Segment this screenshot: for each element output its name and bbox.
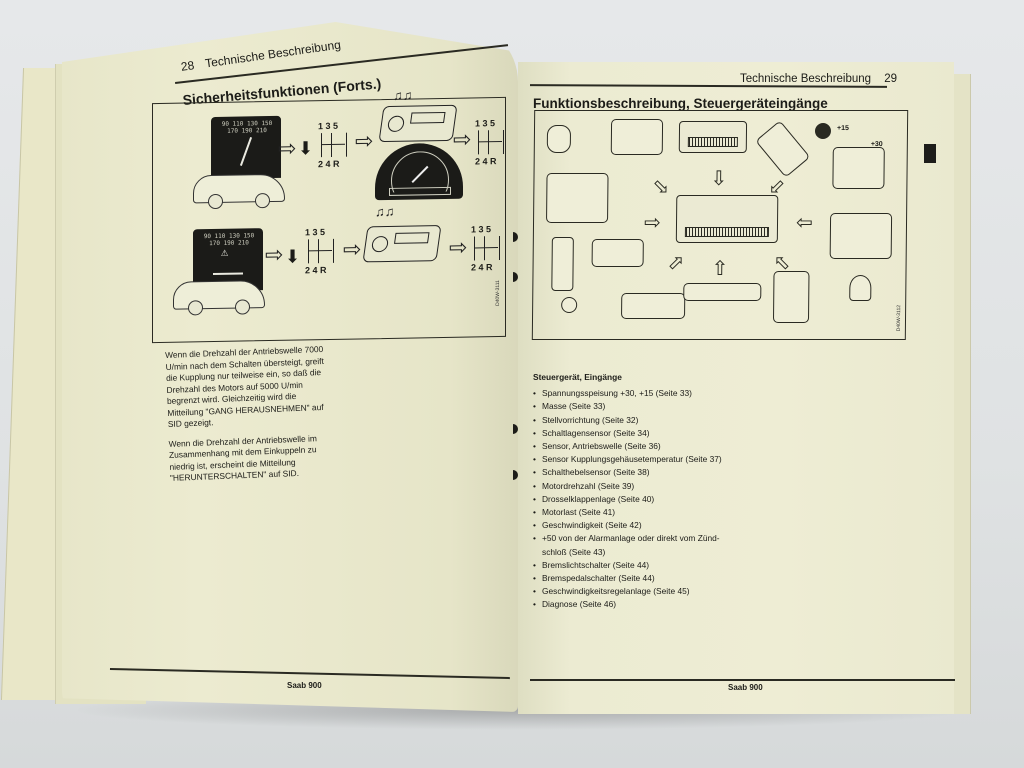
- page-footer: Saab 900: [287, 681, 322, 690]
- arrow-inward-icon: ⬁: [773, 252, 791, 274]
- arrow-right-icon: ⇨: [453, 126, 472, 152]
- control-unit-inputs-list: Steuergerät, Eingänge Spannungsspeisung …: [533, 371, 722, 612]
- figure-code: D40W-3111: [495, 280, 501, 307]
- thumb-index-tab: [924, 144, 936, 163]
- gear-shift-pattern-icon: 1 3 5 2 4 R: [471, 224, 501, 273]
- section-label: Technische Beschreibung: [740, 73, 872, 85]
- arrow-up-icon: ⇧: [711, 258, 729, 280]
- arrow-down-solid-icon: ⬇: [298, 138, 314, 159]
- list-item: Bremslichtschalter (Seite 44): [533, 559, 722, 572]
- music-notes-icon: ♫♫: [393, 87, 413, 103]
- control-module-icon: [591, 239, 644, 267]
- list-item: Geschwindigkeit (Seite 42): [533, 519, 722, 532]
- arrow-down-icon: ⇩: [710, 168, 728, 190]
- gear-lever-icon: [849, 275, 872, 301]
- arrow-inward-icon: ⬀: [667, 252, 685, 274]
- arrow-left-icon: ⇦: [795, 212, 813, 234]
- right-page-header: Technische Beschreibung 29: [740, 73, 897, 85]
- music-notes-icon: ♫♫: [375, 203, 395, 220]
- binding-hole: [513, 232, 518, 242]
- arrow-down-solid-icon: ⬇: [285, 246, 301, 267]
- arrow-inward-icon: ⬃: [768, 176, 786, 198]
- diagram-row-downshift: 90 110 130 150 170 190 210 ⚠ ⇨ ⬇ 1 3 5 2…: [153, 204, 505, 334]
- gear-shift-pattern-icon: 1 3 5 2 4 R: [305, 227, 335, 275]
- brake-switch-icon: [755, 120, 811, 178]
- clutch-actuator-icon: [829, 213, 893, 259]
- actuator-icon: [610, 119, 664, 155]
- list-item: Sensor Kupplungsgehäusetemperatur (Seite…: [533, 453, 722, 466]
- terminal-15-label: +15: [836, 125, 849, 132]
- ground-terminal-icon: [561, 297, 578, 313]
- list-item: Motorlast (Seite 41): [533, 506, 722, 519]
- arrow-right-icon: ⇨: [278, 135, 297, 161]
- sensor-icon: [546, 125, 572, 153]
- binding-hole: [513, 272, 518, 282]
- list-item: Bremspedalschalter (Seite 44): [533, 572, 722, 585]
- list-item: Geschwindigkeitsregelanlage (Seite 45): [533, 585, 722, 598]
- right-page-edge: [954, 74, 971, 714]
- list-item: Spannungsspeisung +30, +15 (Seite 33): [533, 387, 722, 400]
- battery-icon: [832, 147, 885, 189]
- list-item: Drosselklappenlage (Seite 40): [533, 493, 722, 506]
- paragraph: Wenn die Drehzahl der Antriebswelle 7000…: [165, 343, 324, 429]
- arrow-right-icon: ⇨: [643, 212, 661, 234]
- ignition-key-icon: [814, 123, 832, 139]
- central-control-unit-icon: [675, 195, 779, 243]
- arrow-right-icon: ⇨: [449, 234, 468, 260]
- gear-shift-pattern-icon: 1 3 5 2 4 R: [475, 118, 505, 166]
- left-page-body: Wenn die Drehzahl der Antriebswelle 7000…: [165, 344, 330, 493]
- paragraph: Wenn die Drehzahl der Antriebswelle im Z…: [168, 432, 318, 483]
- list-item: Diagnose (Seite 46): [533, 598, 722, 611]
- list-heading: Steuergerät, Eingänge: [533, 372, 622, 382]
- tachometer-icon: [375, 142, 463, 201]
- safety-function-diagram: 90 110 130 150 170 190 210 ⇨ ⬇ 1 3 5 2 4…: [152, 88, 506, 344]
- figure-code: D40W-3112: [895, 304, 903, 331]
- control-unit-small-icon: [678, 121, 748, 153]
- gear-position-sensor-icon: [683, 283, 762, 301]
- inputs-list: Spannungsspeisung +30, +15 (Seite 33) Ma…: [533, 387, 722, 612]
- sid-display-unit-icon: [378, 104, 458, 143]
- list-item: Stellvorrichtung (Seite 32): [533, 414, 722, 427]
- page-number: 29: [884, 73, 898, 85]
- list-item: Sensor, Antriebswelle (Seite 36): [533, 440, 722, 453]
- arrow-right-icon: ⇨: [265, 241, 284, 268]
- arrow-right-icon: ⇨: [355, 128, 374, 154]
- list-item: Schalthebelsensor (Seite 38): [533, 466, 722, 479]
- pressure-sensor-icon: [772, 271, 810, 323]
- car-icon: [173, 280, 265, 310]
- binding-hole: [513, 470, 518, 480]
- list-item: Motordrehzahl (Seite 39): [533, 480, 722, 493]
- footer-rule: [530, 679, 955, 681]
- page-number: 28: [180, 58, 196, 74]
- gear-shift-pattern-icon: 1 3 5 2 4 R: [318, 121, 348, 169]
- list-item: Schaltlagensensor (Seite 34): [533, 427, 722, 440]
- diagnostic-connector-icon: [621, 293, 686, 319]
- warning-triangle-icon: ⚠: [221, 244, 229, 259]
- temperature-sensor-icon: [551, 237, 574, 291]
- diagram-row-upshift: 90 110 130 150 170 190 210 ⇨ ⬇ 1 3 5 2 4…: [153, 88, 505, 222]
- throttle-sensor-icon: [546, 173, 609, 223]
- list-item: +50 von der Alarmanlage oder direkt vom …: [533, 532, 722, 545]
- binding-hole: [513, 424, 518, 434]
- page-title: Funktionsbeschreibung, Steuergeräteingän…: [533, 96, 828, 111]
- page-footer: Saab 900: [728, 683, 763, 692]
- arrow-right-icon: ⇨: [343, 236, 362, 262]
- control-unit-inputs-diagram: +15 +30 ⬂ ⇩ ⬃ ⇨ ⇦ ⬀ ⇧ ⬁ D40W-3112: [531, 110, 909, 340]
- speedometer-icon: 90 110 130 150 170 190 210: [211, 115, 281, 180]
- sid-display-unit-icon: [362, 225, 442, 263]
- arrow-inward-icon: ⬂: [652, 176, 670, 198]
- list-item: Masse (Seite 33): [533, 400, 722, 413]
- list-item-continuation: schloß (Seite 43): [542, 546, 606, 557]
- car-icon: [193, 173, 285, 204]
